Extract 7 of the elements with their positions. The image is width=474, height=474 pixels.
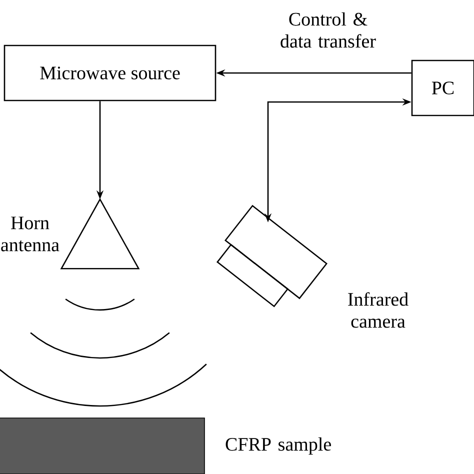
process-box: Microwave source xyxy=(4,44,216,102)
edge-label: Control & data transfer xyxy=(280,12,376,48)
part-label: CFRP sample xyxy=(226,437,331,455)
part-label: Infrared camera xyxy=(348,292,408,328)
part-label: Horn antenna xyxy=(1,216,60,252)
sample-bar xyxy=(0,418,205,474)
process-box: PC xyxy=(411,60,474,116)
